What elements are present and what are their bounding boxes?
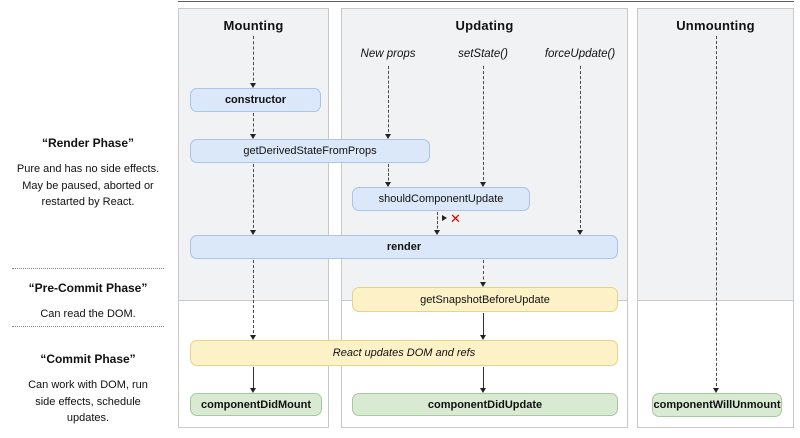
pre-commit-phase-label: “Pre-Commit Phase” Can read the DOM. [4, 281, 172, 323]
column-mounting-title: Mounting [223, 18, 284, 33]
arrow-reactupdates-to-componentdidmount [250, 367, 256, 393]
arrow-render-to-reactupdates-mounting [250, 260, 256, 340]
pre-commit-phase-description: Can read the DOM. [40, 308, 136, 320]
column-unmounting-render-phase-area [638, 9, 793, 301]
cancel-update-icon: ✕ [450, 211, 461, 226]
arrow-unmounting-to-componentwillunmount [713, 36, 719, 393]
diagram-top-edge [178, 1, 794, 2]
commit-phase-description: Can work with DOM, run side effects, sch… [28, 379, 148, 424]
node-constructor: constructor [190, 88, 321, 112]
arrow-newprops-to-getderivedstate [385, 66, 391, 139]
trigger-new-props: New props [360, 48, 416, 60]
pre-commit-phase-title: “Pre-Commit Phase” [28, 281, 148, 295]
arrow-shouldcomponentupdate-to-render [434, 212, 440, 235]
arrow-forceupdate-to-render [577, 66, 583, 235]
node-getsnapshotbeforeupdate: getSnapshotBeforeUpdate [352, 287, 618, 312]
arrow-constructor-to-getderivedstate [250, 113, 256, 139]
arrow-reactupdates-to-componentdidupdate [480, 367, 486, 393]
arrow-setstate-to-shouldcomponentupdate [480, 66, 486, 187]
node-shouldcomponentupdate: shouldComponentUpdate [352, 187, 530, 211]
node-componentdidupdate: componentDidUpdate [352, 393, 618, 416]
node-react-updates-dom: React updates DOM and refs [190, 340, 618, 366]
commit-phase-title: “Commit Phase” [40, 352, 136, 366]
node-render: render [190, 235, 618, 259]
trigger-set-state: setState() [458, 48, 508, 60]
column-unmounting-title: Unmounting [676, 18, 755, 33]
render-phase-description: Pure and has no side effects. May be pau… [16, 163, 160, 208]
node-componentwillunmount: componentWillUnmount [652, 393, 782, 417]
commit-phase-label: “Commit Phase” Can work with DOM, run si… [4, 352, 172, 427]
arrow-getderivedstate-to-render-mounting [250, 164, 256, 235]
column-updating-title: Updating [455, 18, 514, 33]
column-unmounting: Unmounting [637, 8, 794, 428]
node-getderivedstatefromprops: getDerivedStateFromProps [190, 139, 430, 163]
arrow-getsnapshot-to-reactupdates [480, 313, 486, 340]
node-componentdidmount: componentDidMount [190, 393, 322, 416]
arrow-getderivedstate-to-shouldcomponentupdate [385, 164, 391, 187]
arrow-mounting-to-constructor [250, 36, 256, 88]
false-branch-arrow-icon [442, 215, 447, 221]
trigger-force-update: forceUpdate() [544, 48, 616, 60]
phase-divider-top [12, 268, 164, 269]
render-phase-label: “Render Phase” Pure and has no side effe… [4, 136, 172, 211]
phase-divider-bottom [12, 326, 164, 327]
arrow-render-to-getsnapshot [480, 260, 486, 287]
render-phase-title: “Render Phase” [41, 136, 135, 150]
